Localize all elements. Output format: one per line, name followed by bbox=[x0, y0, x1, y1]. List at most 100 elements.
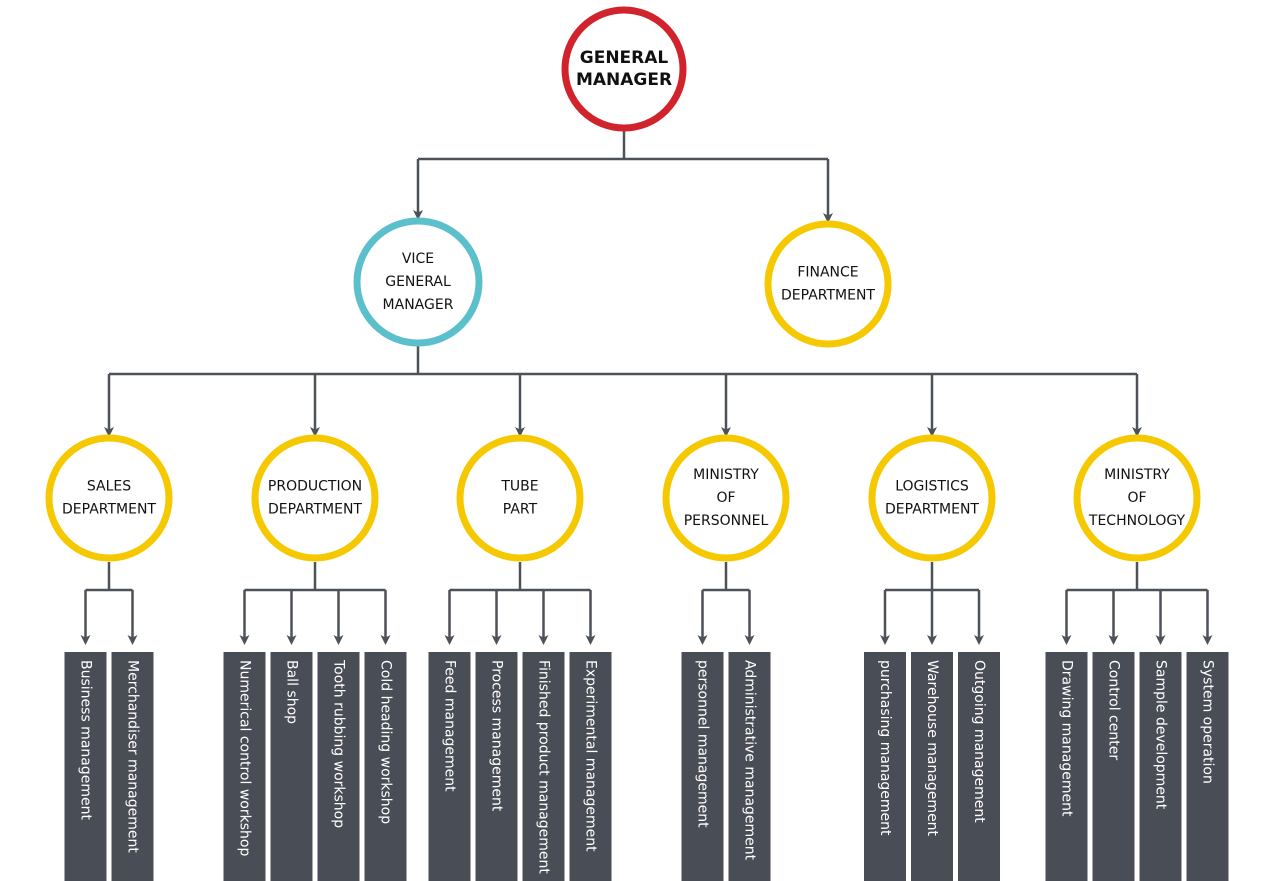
department-node-5-label-line: OF bbox=[1127, 490, 1146, 506]
department-node-0-label-line: DEPARTMENT bbox=[62, 502, 156, 518]
unit-label: Numerical control workshop bbox=[237, 660, 253, 856]
unit-label: Feed management bbox=[442, 660, 458, 792]
unit-label: personnel management bbox=[695, 660, 711, 828]
general-manager-node-label-line: MANAGER bbox=[576, 70, 672, 90]
unit-box-background bbox=[958, 652, 1000, 881]
department-node-5: MINISTRY OF TECHNOLOGY bbox=[1073, 434, 1201, 562]
department-node-0-label-line: SALES bbox=[87, 479, 131, 495]
department-node-5-label-line: MINISTRY bbox=[1104, 467, 1170, 483]
department-node-3-label-line: MINISTRY bbox=[693, 467, 759, 483]
unit-label: Control center bbox=[1106, 660, 1122, 760]
department-node-2-label-line: PART bbox=[503, 502, 538, 518]
unit-box: Merchandiser management bbox=[111, 652, 154, 881]
finance-department-node-circle bbox=[764, 220, 892, 348]
department-node-4: LOGISTICS DEPARTMENT bbox=[868, 434, 996, 562]
unit-box-background bbox=[364, 652, 407, 881]
unit-label: Finished product management bbox=[536, 660, 552, 874]
department-node-2: TUBE PART bbox=[456, 434, 584, 562]
unit-box-background bbox=[1092, 652, 1135, 881]
unit-box-background bbox=[681, 652, 724, 881]
unit-label: Merchandiser management bbox=[125, 660, 141, 853]
department-node-5-label-line: TECHNOLOGY bbox=[1088, 513, 1186, 529]
department-node-3: MINISTRY OF PERSONNEL bbox=[662, 434, 790, 562]
unit-label: Administrative management bbox=[742, 660, 758, 861]
unit-box-background bbox=[569, 652, 612, 881]
unit-box: Finished product management bbox=[522, 652, 565, 881]
department-node-5-circle bbox=[1073, 434, 1201, 562]
unit-label: Ball shop bbox=[284, 660, 300, 724]
unit-box-background bbox=[475, 652, 518, 881]
connectors bbox=[80, 131, 1213, 645]
unit-label: Process management bbox=[489, 660, 505, 812]
department-node-2-label-line: TUBE bbox=[500, 479, 538, 495]
department-node-2-circle bbox=[456, 434, 584, 562]
unit-label: Sample development bbox=[1153, 660, 1169, 810]
unit-label: Warehouse management bbox=[924, 660, 940, 837]
unit-box: purchasing management bbox=[864, 652, 906, 881]
unit-box: Drawing management bbox=[1045, 652, 1088, 881]
unit-label: Drawing management bbox=[1059, 660, 1075, 817]
unit-box-background bbox=[1045, 652, 1088, 881]
unit-box: Administrative management bbox=[728, 652, 771, 881]
department-node-1-label-line: PRODUCTION bbox=[268, 479, 362, 495]
unit-label: Business management bbox=[78, 660, 94, 820]
general-manager-node-circle bbox=[561, 6, 687, 132]
unit-box-background bbox=[223, 652, 266, 881]
unit-box-background bbox=[64, 652, 107, 881]
unit-box: Cold heading workshop bbox=[364, 652, 407, 881]
department-node-3-label-line: OF bbox=[716, 490, 735, 506]
department-node-4-circle bbox=[868, 434, 996, 562]
unit-box-background bbox=[864, 652, 906, 881]
unit-box: Feed management bbox=[428, 652, 471, 881]
general-manager-node-label-line: GENERAL bbox=[580, 48, 669, 68]
unit-box-background bbox=[522, 652, 565, 881]
unit-box-background bbox=[911, 652, 953, 881]
unit-box: Tooth rubbing workshop bbox=[317, 652, 360, 881]
unit-box: Experimental management bbox=[569, 652, 612, 881]
unit-box: Process management bbox=[475, 652, 518, 881]
unit-label: Outgoing management bbox=[971, 660, 987, 823]
unit-label: Experimental management bbox=[583, 660, 599, 852]
department-node-0: SALES DEPARTMENT bbox=[45, 434, 173, 562]
finance-department-node-label-line: FINANCE bbox=[797, 265, 858, 281]
unit-box-background bbox=[1139, 652, 1182, 881]
unit-label: Cold heading workshop bbox=[378, 660, 394, 824]
department-node-1-circle bbox=[251, 434, 379, 562]
unit-label: System operation bbox=[1200, 660, 1216, 784]
unit-box-background bbox=[317, 652, 360, 881]
department-node-1: PRODUCTION DEPARTMENT bbox=[251, 434, 379, 562]
unit-label: Tooth rubbing workshop bbox=[331, 659, 347, 828]
unit-box: Ball shop bbox=[270, 652, 313, 881]
department-node-3-label-line: PERSONNEL bbox=[684, 513, 769, 529]
unit-box: Sample development bbox=[1139, 652, 1182, 881]
unit-box-background bbox=[111, 652, 154, 881]
unit-box: System operation bbox=[1186, 652, 1229, 881]
unit-box: Business management bbox=[64, 652, 107, 881]
department-node-3-circle bbox=[662, 434, 790, 562]
unit-label: purchasing management bbox=[877, 660, 893, 836]
leaves: Business management Merchandiser manageme… bbox=[64, 652, 1229, 881]
unit-box-background bbox=[428, 652, 471, 881]
unit-box: Numerical control workshop bbox=[223, 652, 266, 881]
unit-box-background bbox=[728, 652, 771, 881]
vice-general-manager-node-label-line: MANAGER bbox=[383, 297, 454, 313]
finance-department-node-label-line: DEPARTMENT bbox=[781, 288, 875, 304]
department-node-1-label-line: DEPARTMENT bbox=[268, 502, 362, 518]
finance-department-node: FINANCE DEPARTMENT bbox=[764, 220, 892, 348]
unit-box: Outgoing management bbox=[958, 652, 1000, 881]
unit-box-background bbox=[270, 652, 313, 881]
department-node-4-label-line: DEPARTMENT bbox=[885, 502, 979, 518]
vice-general-manager-node-circle bbox=[353, 217, 483, 347]
department-node-0-circle bbox=[45, 434, 173, 562]
vice-general-manager-node: VICE GENERAL MANAGER bbox=[353, 217, 483, 347]
vice-general-manager-node-label-line: VICE bbox=[402, 251, 434, 267]
unit-box-background bbox=[1186, 652, 1229, 881]
unit-box: Control center bbox=[1092, 652, 1135, 881]
vice-general-manager-node-label-line: GENERAL bbox=[385, 274, 451, 290]
nodes: GENERALMANAGERVICEGENERALMANAGERFINANCED… bbox=[45, 6, 1201, 562]
department-node-4-label-line: LOGISTICS bbox=[895, 479, 969, 495]
unit-box: personnel management bbox=[681, 652, 724, 881]
unit-box: Warehouse management bbox=[911, 652, 953, 881]
